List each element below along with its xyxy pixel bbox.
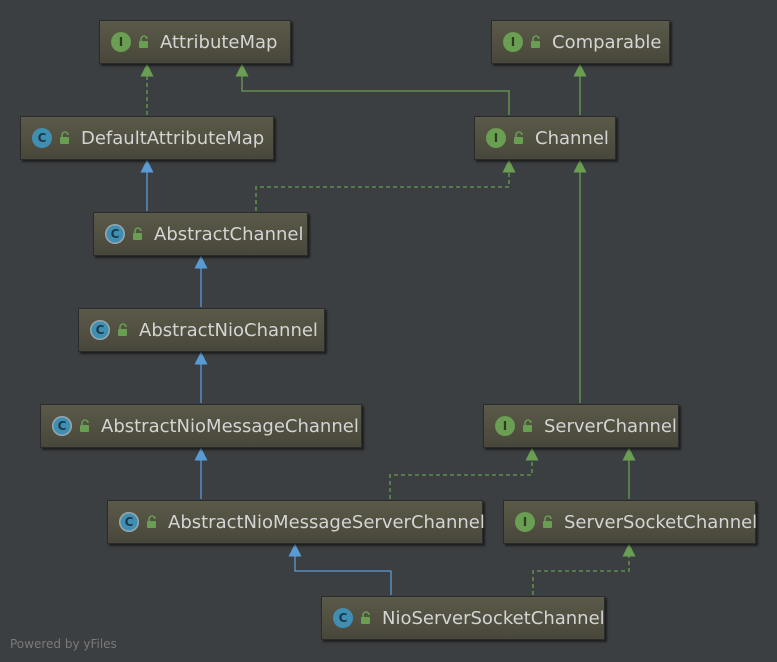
- unlock-icon: [147, 515, 156, 528]
- abstract-class-icon: C: [90, 320, 110, 340]
- abstract-class-icon: C: [52, 416, 72, 436]
- node-attributemap[interactable]: I AttributeMap: [99, 20, 291, 64]
- interface-icon: I: [486, 128, 506, 148]
- class-icon: C: [32, 128, 52, 148]
- node-label: Channel: [535, 127, 609, 149]
- node-label: AbstractNioMessageServerChannel: [168, 511, 485, 533]
- unlock-icon: [80, 419, 89, 432]
- unlock-icon: [523, 419, 532, 432]
- interface-icon: I: [111, 32, 131, 52]
- node-channel[interactable]: I Channel: [474, 116, 616, 160]
- interface-icon: I: [515, 512, 535, 532]
- node-abstractchannel[interactable]: C AbstractChannel: [93, 212, 308, 256]
- node-label: Comparable: [552, 31, 662, 53]
- abstract-class-icon: C: [119, 512, 139, 532]
- node-abstractniomessageserverchannel[interactable]: C AbstractNioMessageServerChannel: [107, 500, 485, 544]
- edge-abstractniomessageserverchannel-serverchannel: [389, 447, 539, 499]
- edge-nioserversocketchannel-abstractniomessageserverchannel: [288, 543, 392, 595]
- edge-nioserversocketchannel-serversocketchannel: [532, 543, 636, 595]
- unlock-icon: [531, 35, 540, 48]
- node-label: AbstractNioMessageChannel: [101, 415, 359, 437]
- node-defaultattributemap[interactable]: C DefaultAttributeMap: [20, 116, 274, 160]
- unlock-icon: [118, 323, 127, 336]
- unlock-icon: [361, 611, 370, 624]
- class-icon: C: [333, 608, 353, 628]
- unlock-icon: [514, 131, 523, 144]
- node-label: AbstractNioChannel: [139, 319, 318, 341]
- node-label: AbstractChannel: [154, 223, 304, 245]
- node-abstractniochannel[interactable]: C AbstractNioChannel: [78, 308, 325, 352]
- abstract-class-icon: C: [105, 224, 125, 244]
- node-label: NioServerSocketChannel: [382, 607, 605, 629]
- node-comparable[interactable]: I Comparable: [491, 20, 670, 64]
- node-label: ServerChannel: [544, 415, 677, 437]
- node-serversocketchannel[interactable]: I ServerSocketChannel: [503, 500, 758, 544]
- node-abstractniomessagechannel[interactable]: C AbstractNioMessageChannel: [40, 404, 362, 448]
- edge-channel-attributemap: [235, 63, 510, 115]
- edge-abstractchannel-channel: [255, 159, 516, 211]
- node-label: DefaultAttributeMap: [81, 127, 265, 149]
- unlock-icon: [60, 131, 69, 144]
- interface-icon: I: [503, 32, 523, 52]
- unlock-icon: [133, 227, 142, 240]
- node-serverchannel[interactable]: I ServerChannel: [483, 404, 679, 448]
- interface-icon: I: [495, 416, 515, 436]
- node-label: AttributeMap: [160, 31, 278, 53]
- unlock-icon: [139, 35, 148, 48]
- node-nioserversocketchannel[interactable]: C NioServerSocketChannel: [321, 596, 605, 640]
- powered-by-footer: Powered by yFiles: [10, 637, 117, 651]
- node-label: ServerSocketChannel: [564, 511, 758, 533]
- unlock-icon: [543, 515, 552, 528]
